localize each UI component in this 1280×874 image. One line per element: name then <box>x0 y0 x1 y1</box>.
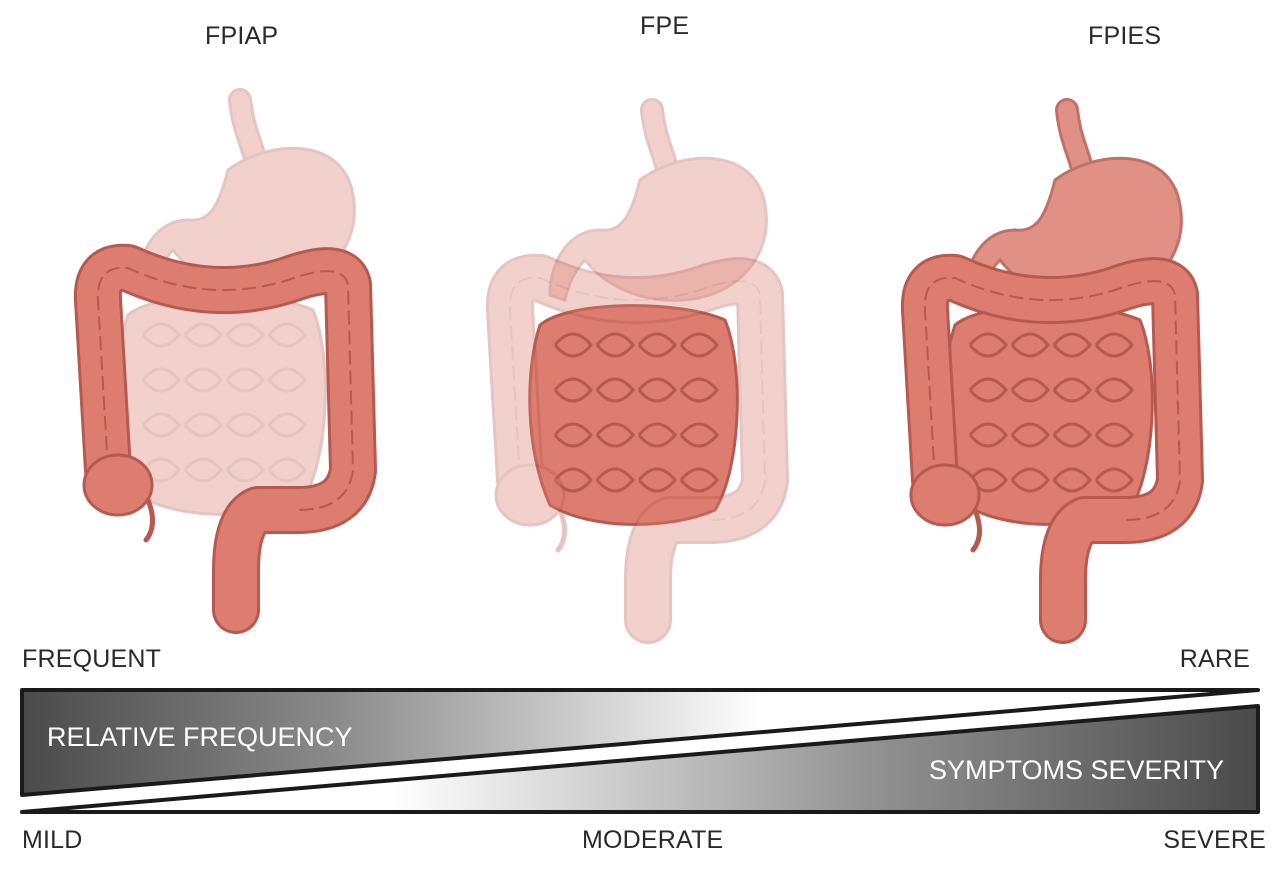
gut-fpe <box>485 98 789 644</box>
label-severe: SEVERE <box>1163 826 1266 854</box>
relative-frequency-label: RELATIVE FREQUENCY <box>47 722 353 752</box>
symptoms-severity-label: SYMPTOMS SEVERITY <box>928 755 1224 785</box>
label-rare: RARE <box>1179 645 1250 673</box>
stomach <box>548 98 768 302</box>
small-intestine <box>528 304 739 526</box>
label-moderate: MODERATE <box>582 826 724 854</box>
relative-frequency-wedge <box>20 688 1260 797</box>
colon <box>900 253 1204 644</box>
colon <box>73 243 377 634</box>
title-fpiap: FPIAP <box>205 22 279 50</box>
title-fpies: FPIES <box>1088 22 1162 50</box>
title-fpe: FPE <box>640 12 690 40</box>
small-intestine <box>116 294 327 516</box>
gut-illustrations <box>73 88 1204 644</box>
symptoms-severity-wedge <box>20 704 1260 814</box>
gut-fpiap <box>73 88 377 634</box>
label-mild: MILD <box>22 826 83 854</box>
gut-fpies <box>900 98 1204 644</box>
label-frequent: FREQUENT <box>22 645 162 673</box>
colon <box>485 253 789 644</box>
